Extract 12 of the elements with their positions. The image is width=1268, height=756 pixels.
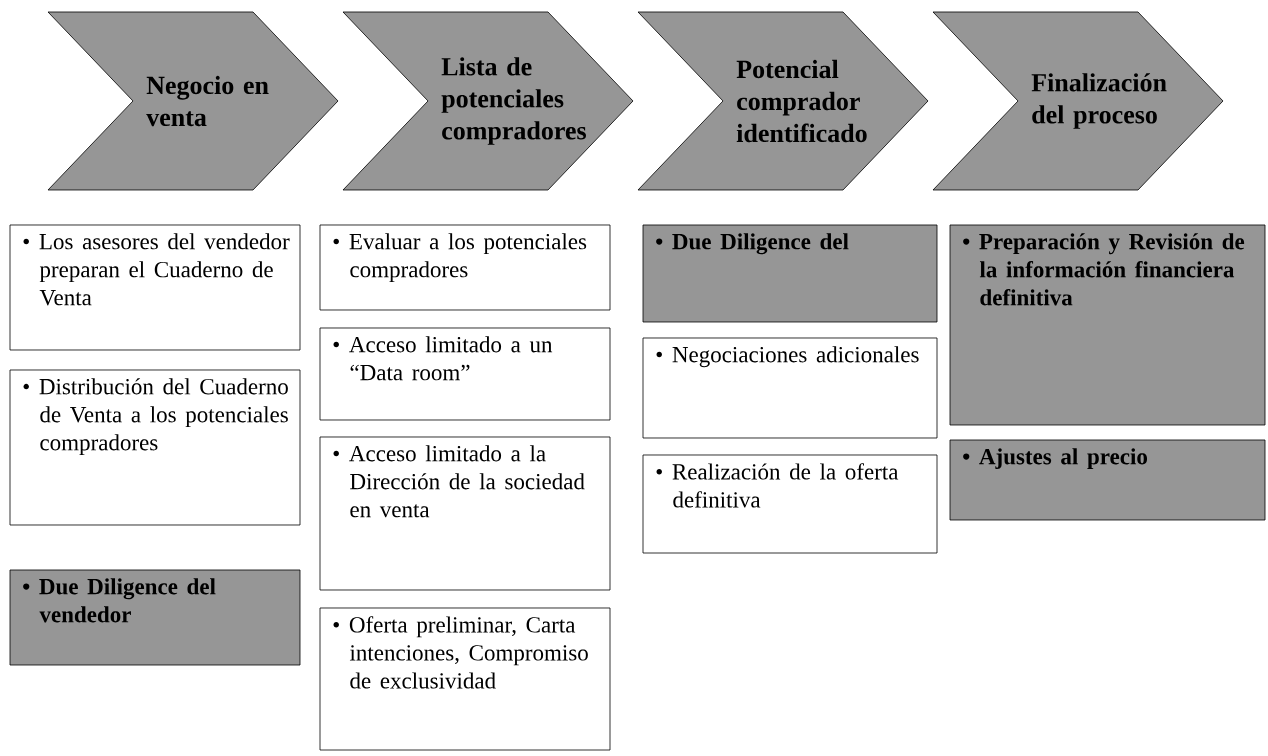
step-box: • Acceso limitado a la Dirección de la sociedad en venta	[319, 436, 611, 591]
step-box: • Realización de la oferta definitiva	[642, 454, 938, 554]
step-box: • Acceso limitado a un “Data room”	[319, 327, 611, 421]
step-box: • Oferta preliminar, Carta intenciones, Compromiso de exclusividad	[319, 607, 611, 751]
step-box: • Los asesores del vendedor preparan el Cuaderno de Venta	[9, 224, 301, 351]
step-box: • Negociaciones adicionales	[642, 337, 938, 439]
step-box: • Evaluar a los potenciales compradores	[319, 224, 611, 311]
step-box: • Due Diligence del	[642, 224, 938, 323]
step-box: • Ajustes al precio	[949, 439, 1266, 521]
step-box: • Due Diligence del vendedor	[9, 569, 301, 666]
step-box: • Distribución del Cuaderno de Venta a los potenciales compradores	[9, 369, 301, 526]
step-box: • Preparación y Revisión de la información financiera definitiva	[949, 224, 1266, 426]
